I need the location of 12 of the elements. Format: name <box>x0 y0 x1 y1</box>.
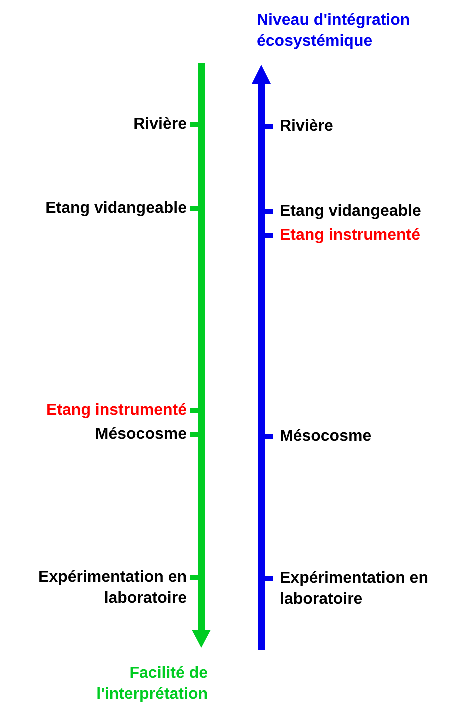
axis-label: Etang instrumenté <box>280 226 420 246</box>
axis-label: Etang vidangeable <box>280 202 422 222</box>
axis-label: Etang instrumenté <box>46 401 187 421</box>
axis-label: Mésocosme <box>280 427 372 447</box>
axis-label: Etang vidangeable <box>46 199 187 219</box>
axis-label: Facilité de l'interprétation <box>96 664 208 703</box>
axis-label: Rivière <box>280 117 334 137</box>
axis-label: Mésocosme <box>95 425 187 445</box>
axis-label: Niveau d'intégration écosystémique <box>257 11 412 52</box>
axis-label: Rivière <box>134 115 187 135</box>
axis-label: Expérimentation en laboratoire <box>38 568 187 609</box>
axis-label: Expérimentation en laboratoire <box>280 569 430 610</box>
